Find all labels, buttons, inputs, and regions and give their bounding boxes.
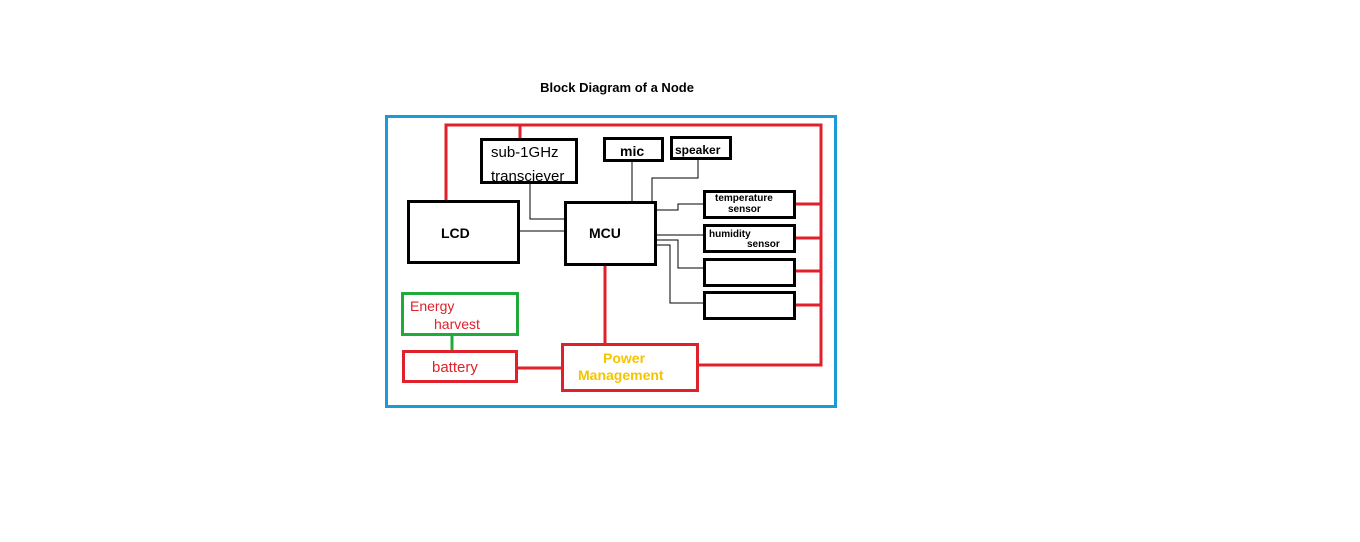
empty-sensor-slot xyxy=(703,291,796,320)
mic-block: mic xyxy=(603,137,664,162)
empty-sensor-slot xyxy=(703,258,796,287)
mcu-block: MCU xyxy=(564,201,657,266)
temperature-sensor-label-line1: temperature xyxy=(715,193,773,204)
humidity-sensor-label-line2: sensor xyxy=(747,239,780,250)
lcd-block: LCD xyxy=(407,200,520,264)
transceiver-label-line1: sub-1GHz xyxy=(491,144,559,161)
mcu-label: MCU xyxy=(589,225,621,241)
humidity-sensor-block: humidity sensor xyxy=(703,224,796,253)
power-management-block: Power Management xyxy=(561,343,699,392)
transceiver-block: sub-1GHz transciever xyxy=(480,138,578,184)
humidity-sensor-label-line1: humidity xyxy=(709,229,751,240)
lcd-label: LCD xyxy=(441,225,470,241)
node-frame xyxy=(385,115,837,408)
transceiver-label-line2: transciever xyxy=(491,168,565,185)
energy-harvest-label-line2: harvest xyxy=(434,316,480,332)
energy-harvest-block: Energy harvest xyxy=(401,292,519,336)
mic-label: mic xyxy=(620,143,645,159)
power-management-label-line1: Power xyxy=(603,350,646,366)
battery-label: battery xyxy=(432,359,478,376)
signal-lines xyxy=(519,160,704,304)
temperature-sensor-block: temperature sensor xyxy=(703,190,796,219)
power-management-label-line2: Management xyxy=(578,367,664,383)
diagram-title: Block Diagram of a Node xyxy=(540,80,694,95)
battery-block: battery xyxy=(402,350,518,383)
power-lines xyxy=(444,123,823,370)
speaker-block: speaker xyxy=(670,136,732,160)
energy-harvest-label-line1: Energy xyxy=(410,298,455,314)
temperature-sensor-label-line2: sensor xyxy=(728,204,761,215)
speaker-label: speaker xyxy=(675,143,721,157)
